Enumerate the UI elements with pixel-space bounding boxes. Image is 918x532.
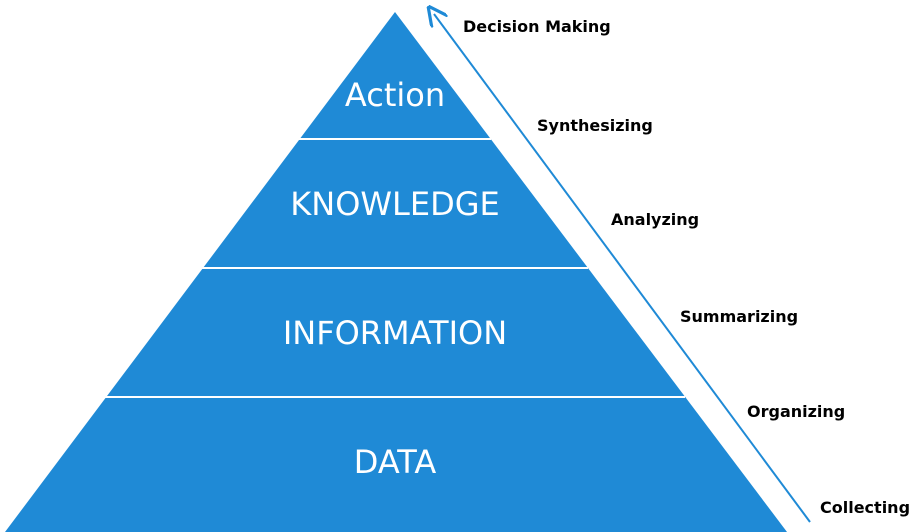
step-label-organizing: Organizing xyxy=(747,402,845,421)
tier-label-knowledge: KNOWLEDGE xyxy=(290,185,499,223)
step-label-collecting: Collecting xyxy=(820,498,910,517)
tier-label-data: DATA xyxy=(354,443,437,481)
step-label-analyzing: Analyzing xyxy=(611,210,699,229)
pyramid-shape xyxy=(5,12,787,532)
tier-label-action: Action xyxy=(345,76,445,114)
step-label-synthesizing: Synthesizing xyxy=(537,116,653,135)
process-arrow xyxy=(434,14,811,523)
step-label-summarizing: Summarizing xyxy=(680,307,798,326)
step-label-decision-making: Decision Making xyxy=(463,17,611,36)
tier-label-information: INFORMATION xyxy=(283,314,507,352)
